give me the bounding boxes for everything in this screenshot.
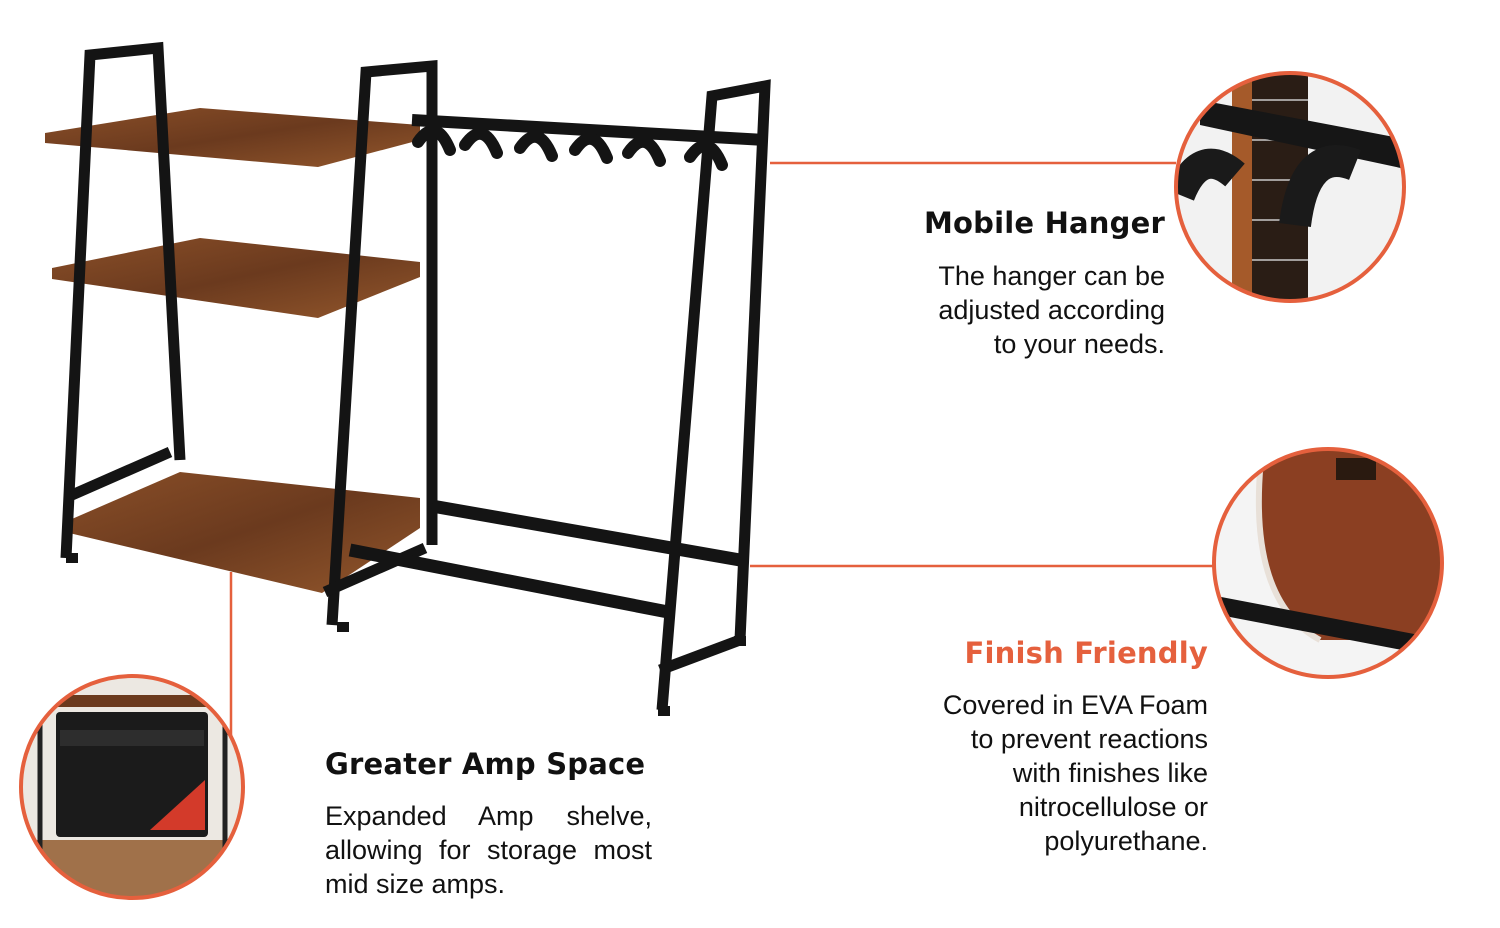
description-line: nitrocellulose or [1018,792,1208,822]
amp-space-title: Greater Amp Space [325,747,646,781]
description-line: to prevent reactions [970,724,1208,754]
mobile-hanger-description: The hanger can be adjusted according to … [865,259,1165,361]
description-line: with finishes like [1012,758,1208,788]
hanger-detail-photo [1174,71,1406,303]
callout-lines [229,161,1214,735]
amp-space-description: Expanded Amp shelve, allowing for storag… [325,801,652,899]
mobile-hanger-title: Mobile Hanger [923,206,1165,240]
foam-detail-photo [1212,447,1444,679]
description-line: Covered in EVA Foam [942,690,1208,720]
top-shelf [45,108,420,167]
description-line: to your needs. [993,329,1165,359]
amp-detail-photo [19,674,245,900]
description-line: polyurethane. [1044,826,1208,856]
finish-friendly-title: Finish Friendly [964,636,1208,670]
finish-friendly-description: Covered in EVA Foam to prevent reactions… [888,688,1208,858]
description-line: adjusted according [938,295,1165,325]
middle-shelf [52,238,420,318]
guitar-rack [45,41,771,716]
description-line: The hanger can be [938,261,1165,291]
hanger-arms [412,124,728,171]
